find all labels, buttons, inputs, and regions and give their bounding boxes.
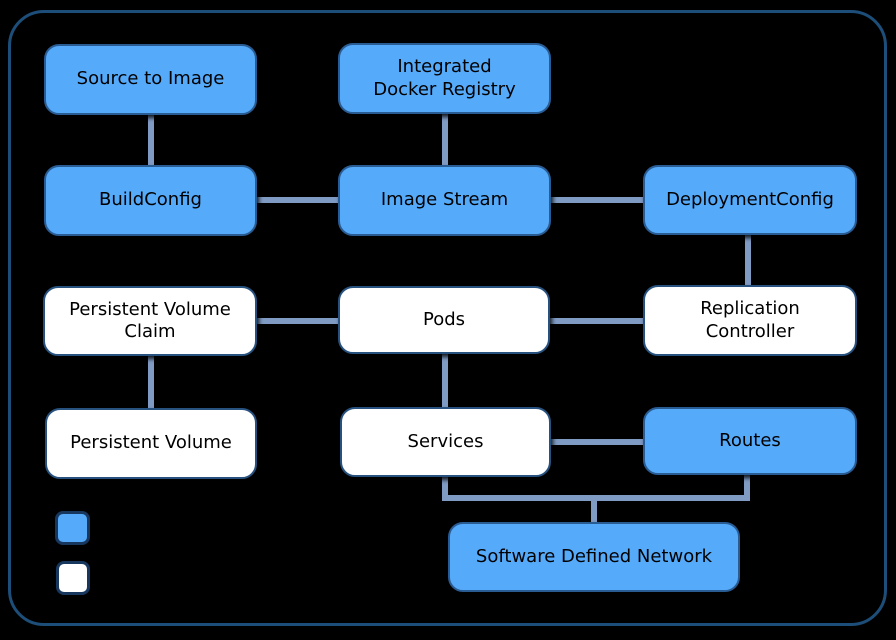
- connector-pvc-persistent-volume: [148, 355, 154, 409]
- diagram-frame: [8, 10, 887, 626]
- connector-bus-sdn-drop: [591, 501, 597, 523]
- node-services: Services: [340, 407, 551, 477]
- node-source-to-image: Source to Image: [44, 44, 257, 115]
- node-replication-controller: Replication Controller: [643, 285, 857, 356]
- connector-image-stream-deploymentconfig: [550, 197, 644, 203]
- legend-blue-swatch-icon: [55, 511, 90, 545]
- connector-services-sdn-drop: [442, 476, 448, 501]
- connector-pvc-pods: [256, 318, 339, 324]
- connector-pods-replication-controller: [549, 318, 644, 324]
- node-deploymentconfig: DeploymentConfig: [643, 165, 857, 235]
- node-integrated-docker-registry: Integrated Docker Registry: [338, 43, 551, 114]
- connector-docker-registry-image-stream: [442, 113, 448, 166]
- connector-routes-sdn-drop: [744, 474, 750, 501]
- connector-services-routes: [550, 439, 644, 445]
- node-persistent-volume: Persistent Volume: [45, 408, 257, 479]
- node-image-stream: Image Stream: [338, 165, 551, 236]
- connector-pods-services: [442, 353, 448, 408]
- node-routes: Routes: [643, 407, 857, 475]
- connector-deploymentconfig-replication-controller: [745, 234, 751, 286]
- connector-source-to-image-buildconfig: [148, 114, 154, 166]
- node-buildconfig: BuildConfig: [44, 165, 257, 236]
- legend-white-swatch-icon: [56, 561, 90, 595]
- node-pods: Pods: [338, 286, 550, 354]
- node-persistent-volume-claim: Persistent Volume Claim: [43, 286, 257, 356]
- connector-sdn-bus: [442, 495, 750, 501]
- connector-buildconfig-image-stream: [256, 197, 339, 203]
- node-software-defined-network: Software Defined Network: [448, 522, 740, 592]
